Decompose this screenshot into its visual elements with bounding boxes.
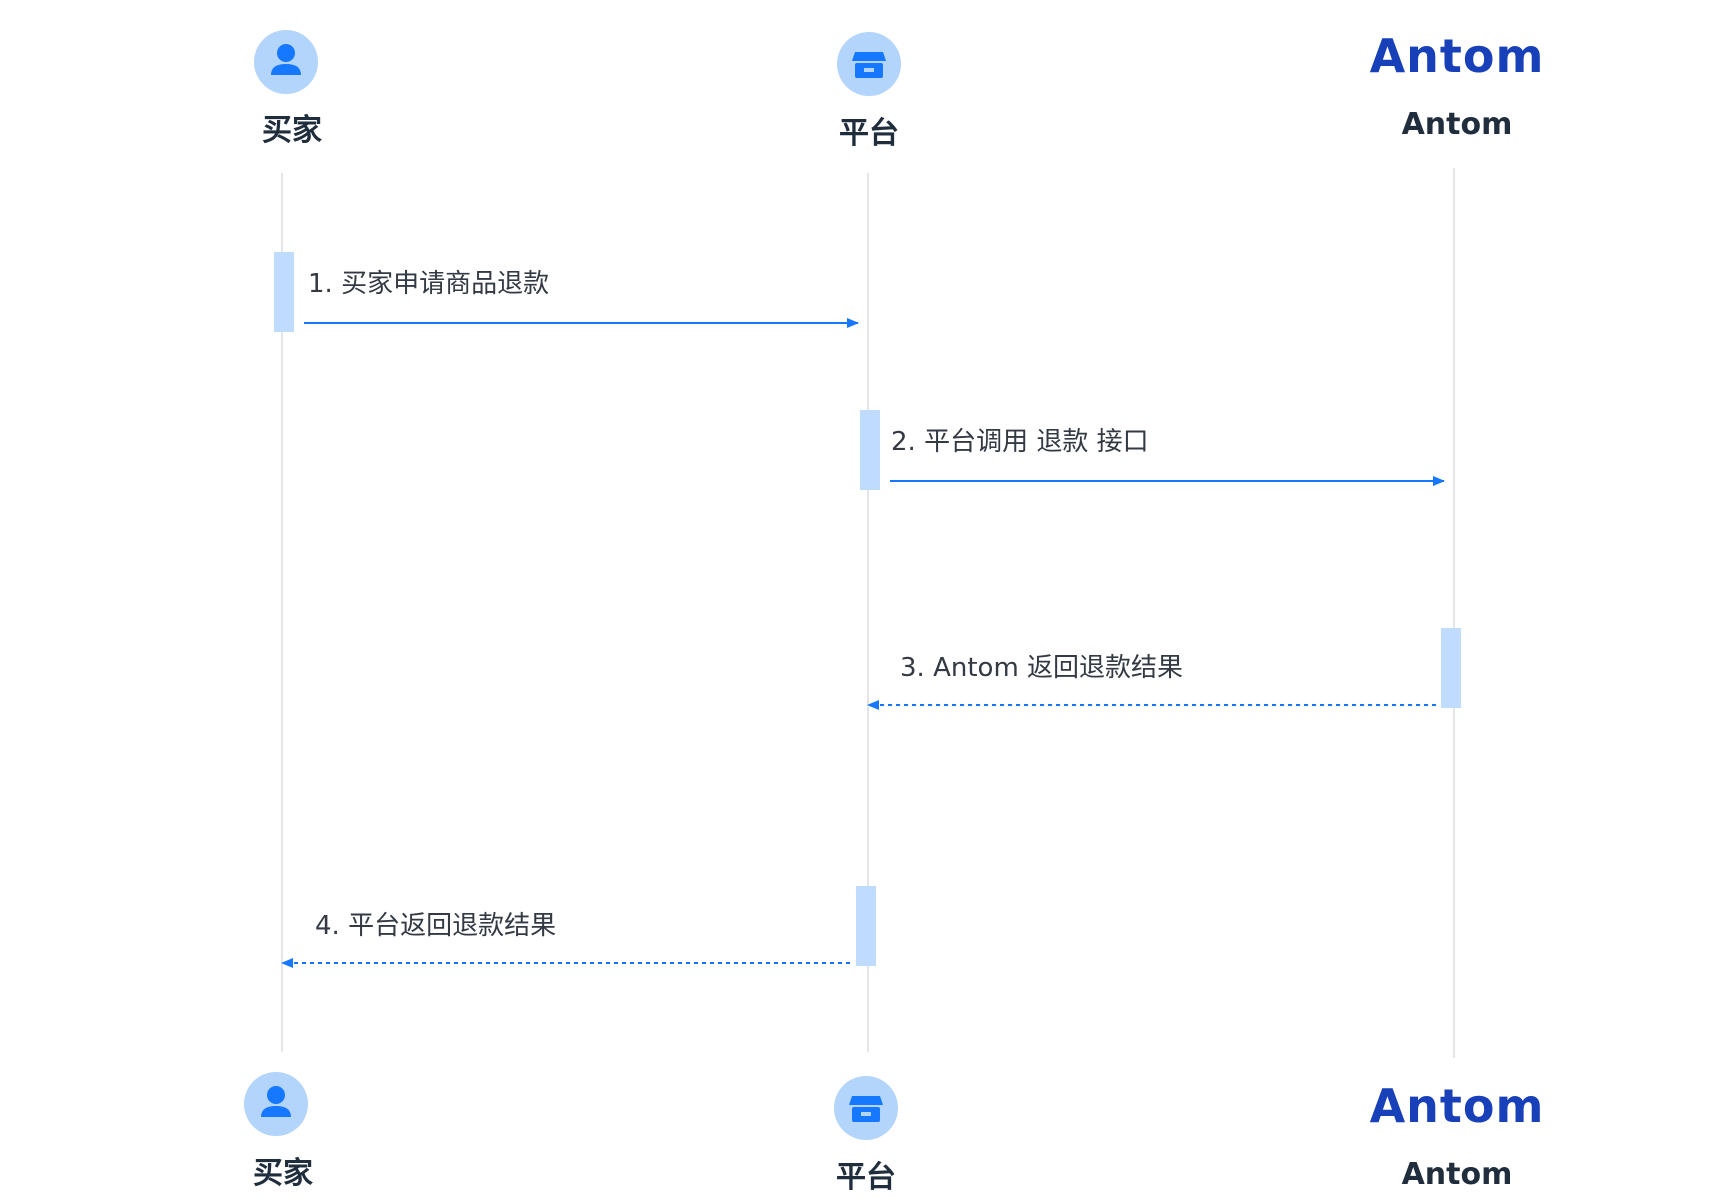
activation-platform-2	[860, 410, 880, 490]
activation-buyer-1	[274, 252, 294, 332]
user-icon	[244, 1072, 308, 1136]
actor-name-antom: Antom	[1402, 107, 1513, 142]
antom-logo: Antom	[1370, 29, 1545, 83]
actor-buyer-top: 买家	[254, 30, 322, 148]
actor-name-platform-bottom: 平台	[836, 1160, 896, 1195]
actor-name-antom-bottom: Antom	[1402, 1157, 1513, 1192]
activation-antom-3	[1441, 628, 1461, 708]
store-icon	[837, 32, 901, 96]
actor-antom-top: Antom Antom	[1370, 29, 1545, 142]
actor-platform-bottom: 平台	[834, 1076, 898, 1195]
user-icon	[254, 30, 318, 94]
actor-antom-bottom: Antom Antom	[1370, 1079, 1545, 1192]
actor-buyer-bottom: 买家	[244, 1072, 313, 1191]
message-label-3: 3. Antom 返回退款结果	[900, 653, 1183, 683]
message-label-1: 1. 买家申请商品退款	[308, 269, 549, 299]
antom-logo: Antom	[1370, 1079, 1545, 1133]
actor-platform-top: 平台	[837, 32, 901, 151]
actor-name-buyer-bottom: 买家	[253, 1156, 313, 1191]
store-icon	[834, 1076, 898, 1140]
message-label-4: 4. 平台返回退款结果	[315, 911, 556, 941]
message-label-2: 2. 平台调用 退款 接口	[891, 427, 1149, 457]
activation-platform-4	[856, 886, 876, 966]
actor-name-buyer: 买家	[262, 113, 322, 148]
actor-name-platform: 平台	[839, 116, 899, 151]
